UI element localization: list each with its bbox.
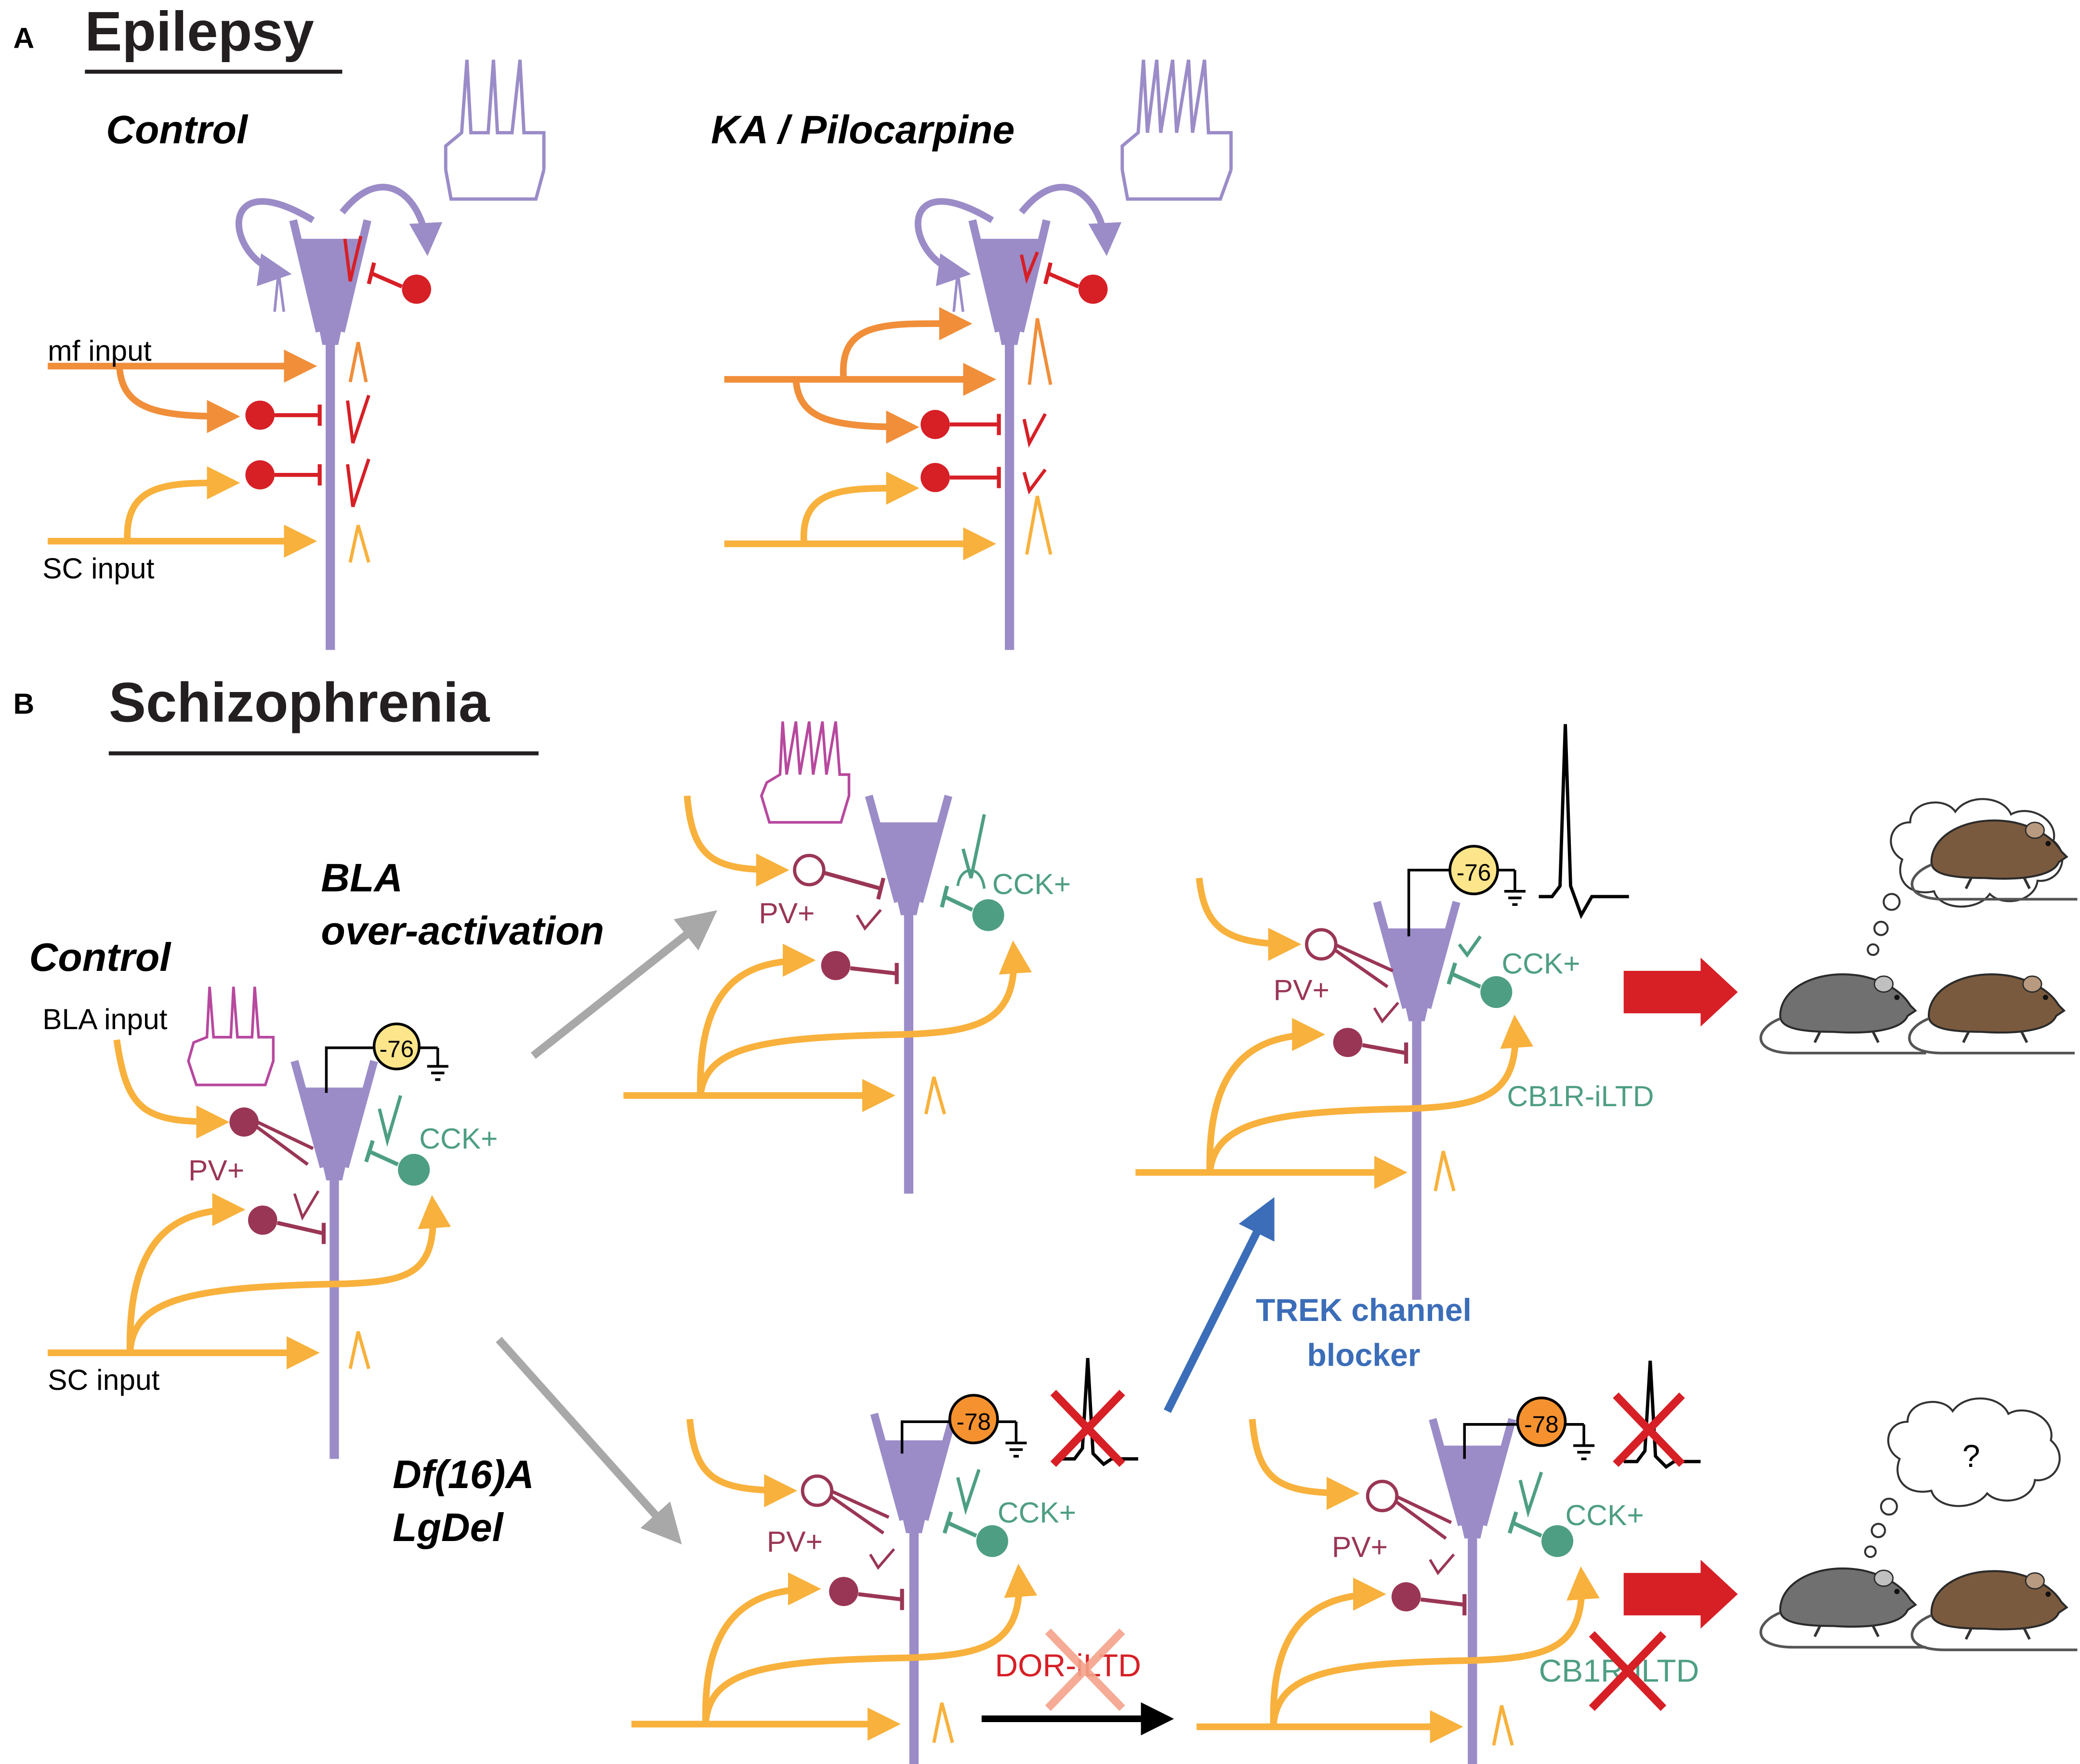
df-line1: Df(16)A xyxy=(393,1452,534,1497)
bottom-badge-78: -78 xyxy=(1524,1411,1559,1437)
mice-top xyxy=(1623,798,2078,1053)
pv-label-bottom: PV+ xyxy=(1332,1530,1388,1563)
panel-a-letter: A xyxy=(13,21,35,54)
mf-input-label: mf input xyxy=(48,334,152,367)
panel-a-control-label: Control xyxy=(106,107,249,152)
arrow-to-df16a xyxy=(496,1337,682,1544)
df16a-after-diagram xyxy=(1196,1360,1701,1764)
trek-line2: blocker xyxy=(1307,1338,1420,1373)
bla-overactivation-diagram xyxy=(623,721,1032,1193)
cck-label-bottom: CCK+ xyxy=(1566,1499,1644,1531)
question-mark: ? xyxy=(1962,1438,1980,1474)
schizophrenia-control-diagram xyxy=(48,986,451,1459)
pv-label-bla: PV+ xyxy=(759,897,815,929)
pv-label-control: PV+ xyxy=(188,1154,244,1187)
panel-b-sc-input-label: SC input xyxy=(48,1363,160,1396)
cck-label-bla: CCK+ xyxy=(992,867,1071,900)
red-arrow-bottom xyxy=(1623,1559,1738,1629)
trek-rescued-diagram xyxy=(1135,724,1629,1300)
panel-b-title: Schizophrenia xyxy=(109,671,490,733)
control-badge-76: -76 xyxy=(380,1035,414,1062)
df-line2: LgDel xyxy=(393,1505,504,1550)
mice-bottom xyxy=(1623,1397,2078,1650)
cb1r-iltd-cross xyxy=(1589,1631,1667,1711)
trek-blocker-arrow xyxy=(1163,1197,1275,1413)
pv-label-trek: PV+ xyxy=(1274,974,1330,1006)
cck-label-control: CCK+ xyxy=(419,1122,498,1155)
panel-a-title: Epilepsy xyxy=(85,0,314,63)
epilepsy-ka-diagram xyxy=(724,59,1233,650)
arrow-to-bla xyxy=(530,910,718,1059)
df16a-diagram xyxy=(631,1358,1138,1764)
red-arrow-top xyxy=(1623,957,1738,1027)
cck-label-df: CCK+ xyxy=(998,1496,1076,1529)
trek-line1: TREK channel xyxy=(1256,1293,1472,1328)
panel-a-sc-input-label: SC input xyxy=(42,552,155,585)
cb1r-iltd-label-top: CB1R-iLTD xyxy=(1507,1080,1654,1112)
epilepsy-control-diagram xyxy=(48,59,546,650)
panel-b-control-label: Control xyxy=(29,935,172,980)
pv-label-df: PV+ xyxy=(767,1525,823,1558)
df-badge-78: -78 xyxy=(956,1408,991,1435)
cck-label-trek: CCK+ xyxy=(1501,947,1580,980)
panel-b-letter: B xyxy=(13,687,35,720)
trek-badge-76: -76 xyxy=(1457,859,1491,886)
dor-iltd-cross xyxy=(1045,1628,1125,1711)
bla-over-line2: over-activation xyxy=(321,908,604,953)
bla-input-label: BLA input xyxy=(42,1003,168,1035)
bla-over-line1: BLA xyxy=(321,855,403,900)
panel-a-condition-label: KA / Pilocarpine xyxy=(711,107,1014,152)
